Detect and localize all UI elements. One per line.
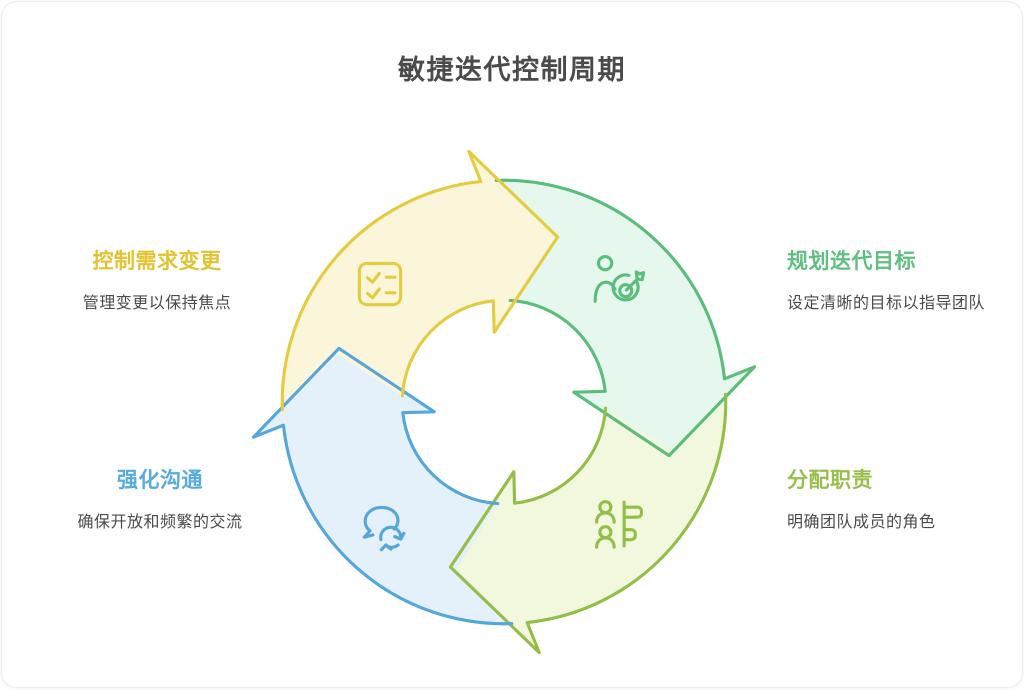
quadrant-label-plan: 规划迭代目标 设定清晰的目标以指导团队 [787,245,1017,313]
quadrant-description: 管理变更以保持焦点 [82,295,232,312]
cycle-diagram [251,149,757,655]
quadrant-title: 控制需求变更 [92,250,222,273]
quadrant-title: 强化沟通 [117,469,203,492]
quadrant-title: 分配职责 [787,469,873,492]
quadrant-label-control: 控制需求变更 管理变更以保持焦点 [47,245,267,313]
quadrant-description: 明确团队成员的角色 [787,514,936,531]
cycle-arrow-fills [253,151,755,653]
quadrant-label-communicate: 强化沟通 确保开放和频繁的交流 [50,464,270,532]
checklist-icon [357,261,403,307]
quadrant-label-assign: 分配职责 明确团队成员的角色 [787,464,1017,532]
team-roles-icon [595,500,644,549]
page-title: 敏捷迭代控制周期 [398,55,626,85]
quadrant-description: 确保开放和频繁的交流 [77,514,243,531]
quadrant-description: 设定清晰的目标以指导团队 [787,295,986,312]
quadrant-title: 规划迭代目标 [787,250,916,273]
person-target-icon [593,254,646,303]
chat-sync-icon [362,505,406,552]
